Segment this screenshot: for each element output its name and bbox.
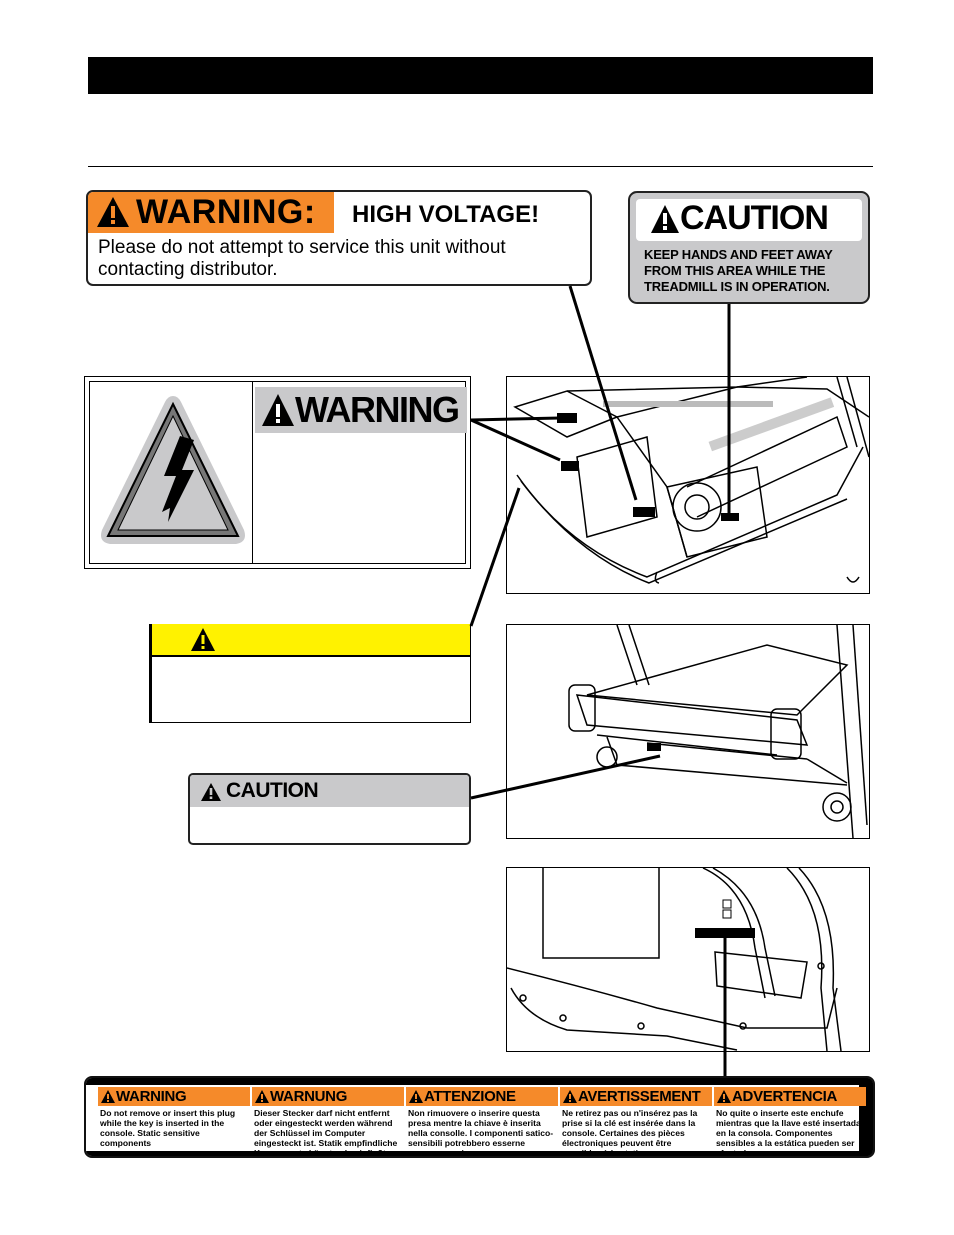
header-bar: [88, 57, 873, 94]
caution-line: TREADMILL IS IN OPERATION.: [644, 279, 830, 294]
warning-word: WARNUNG: [270, 1088, 348, 1105]
caution-word: CAUTION: [226, 779, 319, 802]
divider-rule: [88, 166, 873, 167]
warning-text: Do not remove or insert this plug while …: [100, 1108, 236, 1148]
warning-word: AVERTISSEMENT: [578, 1088, 701, 1105]
caution-line: FROM THIS AREA WHILE THE: [644, 263, 826, 278]
warning-word: WARNING:: [136, 193, 316, 231]
warning-column-en: WARNING Do not remove or insert this plu…: [98, 1087, 250, 1148]
warning-triangle-icon: [255, 1090, 269, 1103]
warning-column-it: ATTENZIONE Non rimuovere o inserire ques…: [406, 1087, 558, 1158]
caution-header: CAUTION: [190, 775, 469, 807]
warning-triangle-icon: [563, 1090, 577, 1103]
warning-text: No quite o inserte este enchufe mientras…: [716, 1108, 861, 1158]
motor-compartment-illustration: [506, 376, 870, 594]
warning-body: Please do not attempt to service this un…: [98, 237, 506, 280]
warning-column-fr: AVERTISSEMENT Ne retirez pas ou n'insére…: [560, 1087, 712, 1158]
warning-column-es: ADVERTENCIA No quite o inserte este ench…: [714, 1087, 866, 1158]
console-underside-illustration: [506, 867, 870, 1052]
warning-word: WARNING: [295, 389, 460, 430]
warning-header: WARNING: [255, 387, 467, 433]
warning-word: WARNING: [116, 1088, 187, 1105]
yellow-caution-label: [149, 624, 471, 723]
warning-text: Dieser Stecker darf nicht entfernt oder …: [254, 1108, 398, 1158]
caution-word: CAUTION: [680, 199, 829, 237]
warning-triangle-icon: [101, 1090, 115, 1103]
caution-header: CAUTION: [636, 199, 862, 241]
warning-triangle-icon: [717, 1090, 731, 1103]
high-voltage-warning-label: WARNING: HIGH VOLTAGE! Please do not att…: [86, 190, 592, 286]
warning-text: Non rimuovere o inserire questa presa me…: [408, 1108, 554, 1158]
warning-word: ATTENZIONE: [424, 1088, 516, 1105]
high-voltage-title: HIGH VOLTAGE!: [352, 201, 540, 228]
warning-header: WARNING:: [88, 192, 334, 233]
warning-text: Ne retirez pas ou n'insérez pas la prise…: [562, 1108, 698, 1158]
multilingual-warning-strip: WARNING Do not remove or insert this plu…: [84, 1076, 875, 1158]
caution-hands-feet-label: CAUTION KEEP HANDS AND FEET AWAY FROM TH…: [628, 191, 870, 304]
warning-triangle-icon: [651, 205, 679, 233]
warning-triangle-icon: [201, 783, 221, 801]
warning-word: ADVERTENCIA: [732, 1088, 838, 1105]
warning-triangle-icon: [97, 197, 129, 227]
warning-triangle-icon: [409, 1090, 423, 1103]
shock-hazard-warning-label: WARNING: [84, 376, 471, 569]
warning-triangle-icon: [262, 394, 294, 426]
small-caution-label: CAUTION: [188, 773, 471, 845]
caution-body: KEEP HANDS AND FEET AWAY FROM THIS AREA …: [644, 247, 833, 295]
caution-line: KEEP HANDS AND FEET AWAY: [644, 247, 833, 262]
warning-column-de: WARNUNG Dieser Stecker darf nicht entfer…: [252, 1087, 404, 1158]
lightning-bolt-icon: [101, 396, 245, 544]
treadmill-rear-illustration: [506, 624, 870, 839]
warning-triangle-icon: [191, 628, 215, 651]
